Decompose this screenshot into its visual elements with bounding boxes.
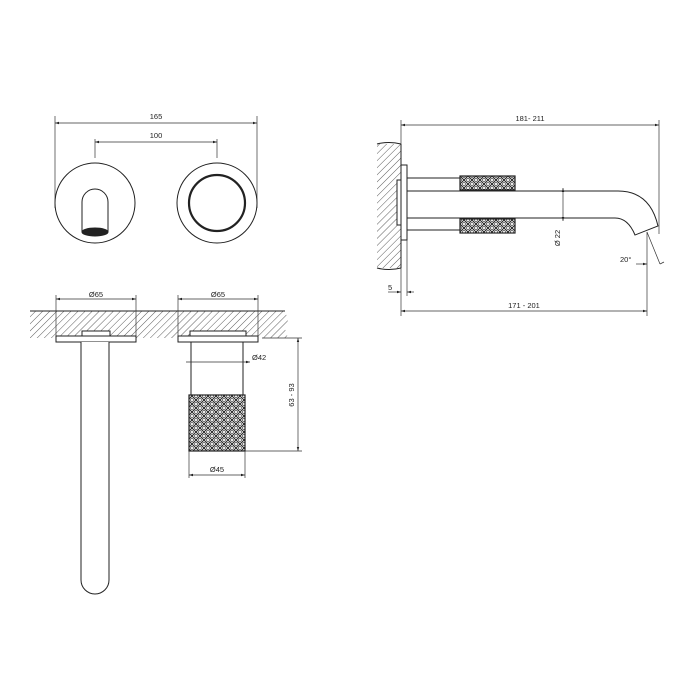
dim-center-distance: 100 xyxy=(150,131,163,140)
handle-rosette xyxy=(176,162,258,244)
dim-rosette-right: Ø65 xyxy=(211,290,225,299)
spout-rosette xyxy=(54,162,136,244)
dim-overall-width: 165 xyxy=(150,112,163,121)
section-view: Ø65 Ø65 Ø42 Ø45 63 - 93 xyxy=(30,290,302,595)
side-rosette xyxy=(400,164,408,241)
dim-outlet-angle: 20° xyxy=(620,255,631,264)
spout-body xyxy=(80,342,110,595)
knurled-handle xyxy=(188,394,246,452)
spout-outlet xyxy=(81,188,109,232)
dim-stem: Ø42 xyxy=(252,353,266,362)
right-rosette-plate xyxy=(177,335,259,343)
dim-overall-length: 181- 211 xyxy=(515,114,544,123)
side-view: 181- 211 Ø 22 20° 5 171 - 201 xyxy=(376,114,665,316)
dim-handle-projection: 63 - 93 xyxy=(287,383,296,406)
knurl-top xyxy=(459,175,516,191)
dim-spout-reach: 171 - 201 xyxy=(508,301,540,310)
front-view: 165 100 xyxy=(54,112,258,244)
dim-spout-diameter: Ø 22 xyxy=(553,230,562,246)
dim-rosette-left: Ø65 xyxy=(89,290,103,299)
aerator xyxy=(81,227,109,237)
dim-rosette-thickness: 5 xyxy=(388,283,392,292)
dim-handle: Ø45 xyxy=(210,465,224,474)
knurl-bottom xyxy=(459,218,516,234)
handle-knob xyxy=(187,173,247,233)
left-rosette-plate xyxy=(55,335,137,343)
spout-profile xyxy=(407,190,659,236)
